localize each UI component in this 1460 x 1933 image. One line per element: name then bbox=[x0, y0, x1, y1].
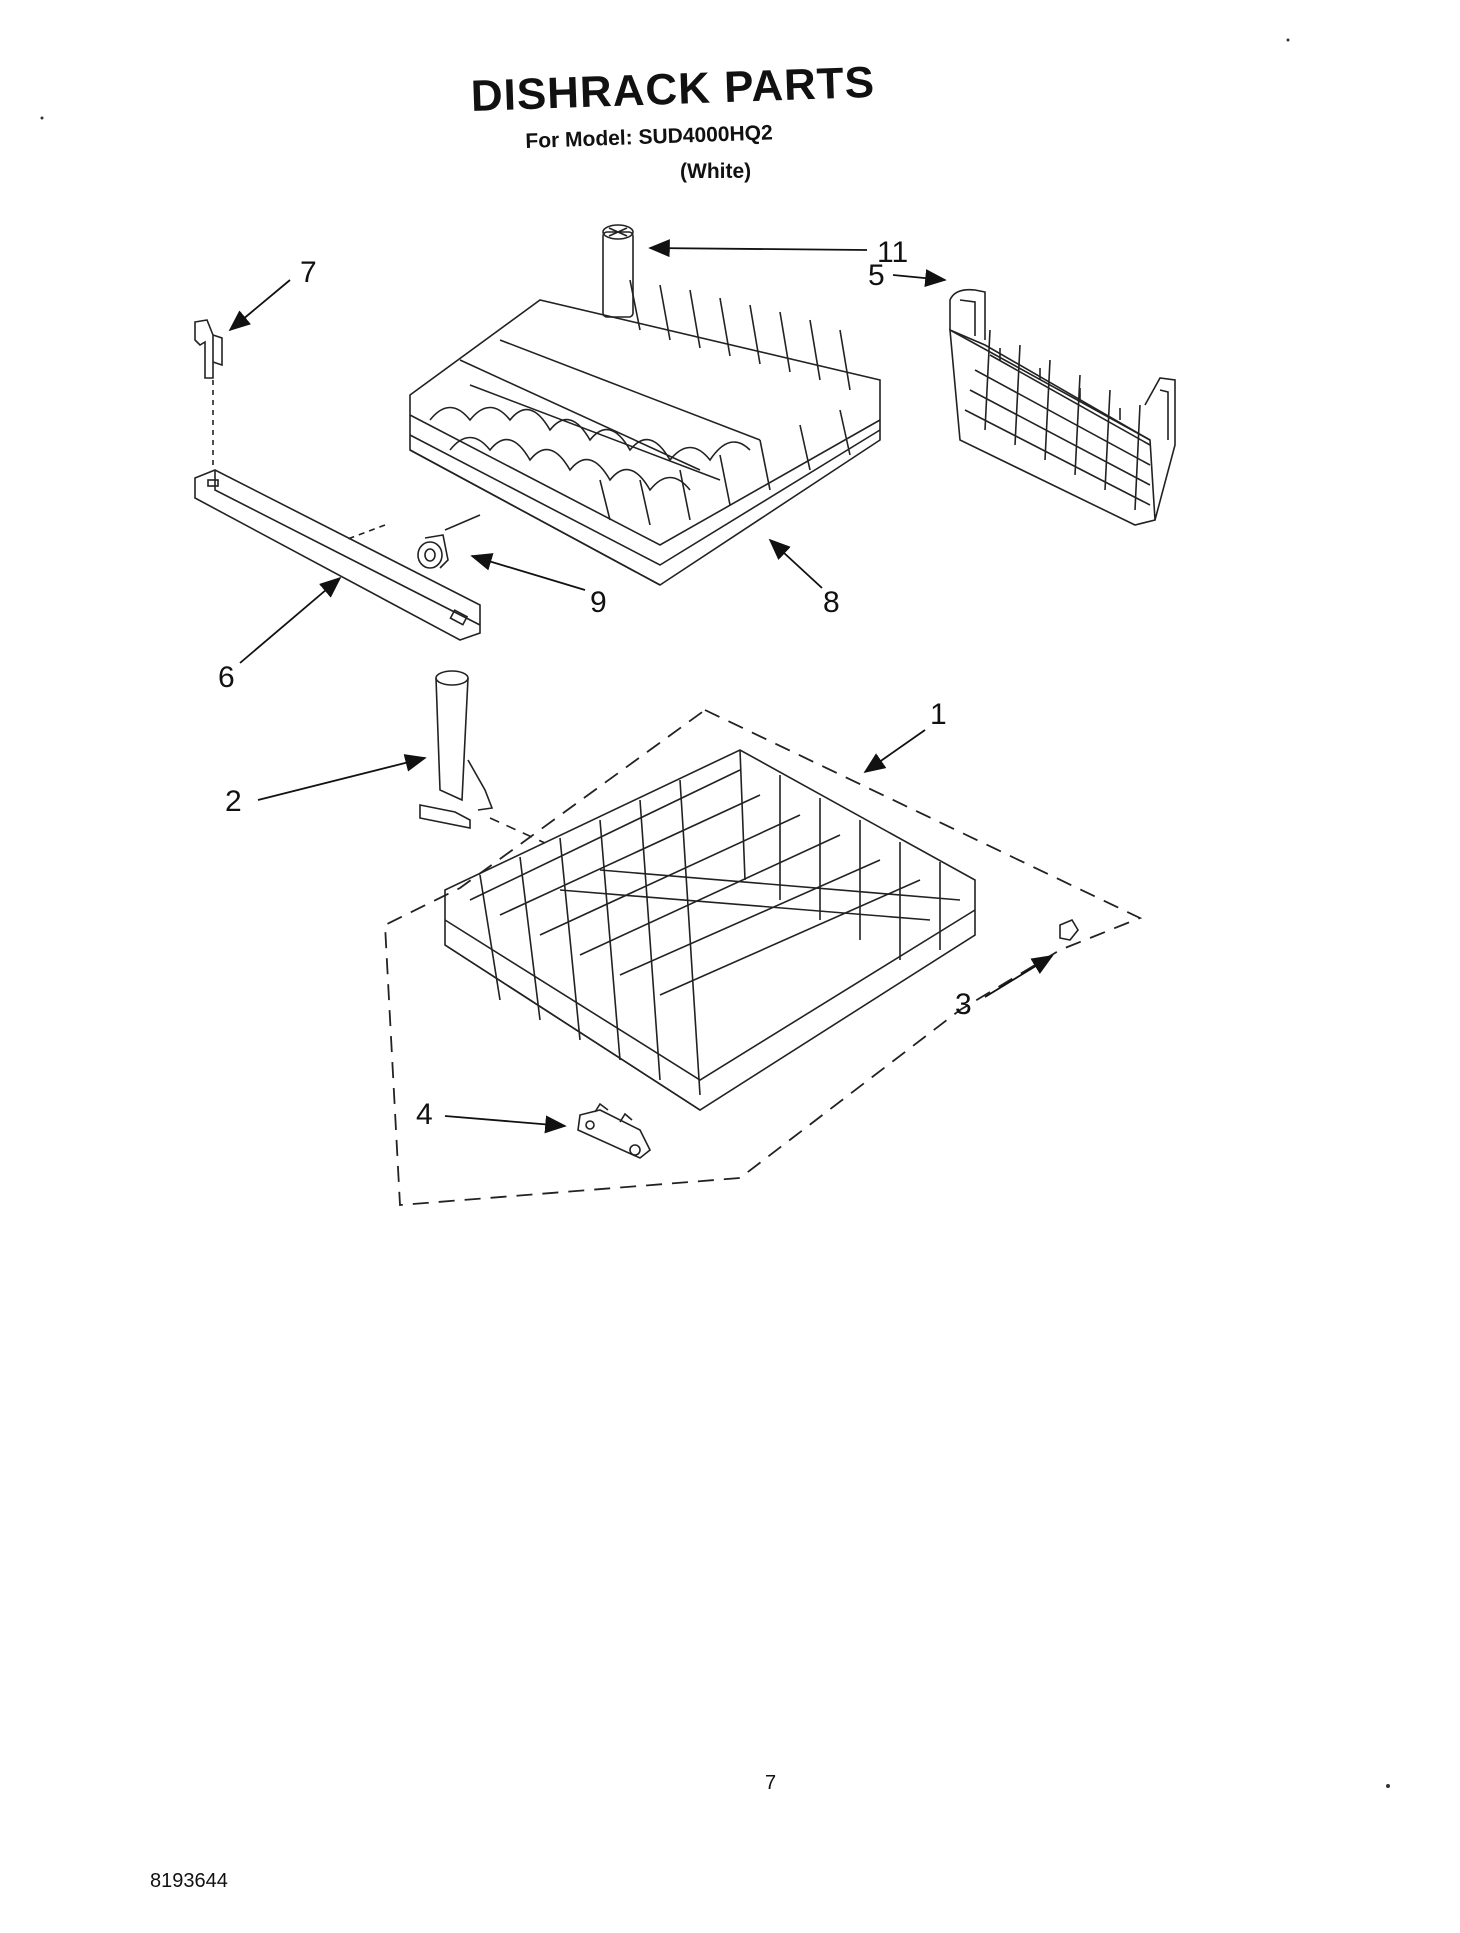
lower-dishrack bbox=[444, 749, 976, 1111]
callout-3: 3 bbox=[955, 988, 972, 1021]
callout-11: 11 bbox=[877, 236, 909, 269]
callout-2: 2 bbox=[225, 785, 242, 818]
callout-1: 1 bbox=[930, 698, 947, 731]
callout-5: 5 bbox=[868, 259, 885, 292]
rack-roller bbox=[344, 514, 481, 569]
document-number: 8193644 bbox=[150, 1870, 228, 1892]
callout-9: 9 bbox=[590, 586, 607, 619]
variant-label: (White) bbox=[680, 160, 752, 183]
callout-7: 7 bbox=[300, 256, 317, 289]
callout-4: 4 bbox=[416, 1098, 433, 1131]
rack-wheel bbox=[1059, 918, 1079, 941]
wheel-assembly bbox=[577, 1102, 652, 1159]
upper-dishrack bbox=[409, 224, 881, 586]
silverware-basket bbox=[949, 288, 1176, 526]
callout-8: 8 bbox=[823, 586, 840, 619]
spray-tower bbox=[419, 670, 494, 829]
leader-lines bbox=[228, 239, 1054, 1134]
rack-track bbox=[194, 469, 481, 641]
page-number: 7 bbox=[765, 1772, 777, 1794]
callout-6: 6 bbox=[218, 661, 235, 694]
lower-rack-group-outline bbox=[384, 709, 1143, 1206]
track-stop-clip bbox=[194, 319, 223, 470]
